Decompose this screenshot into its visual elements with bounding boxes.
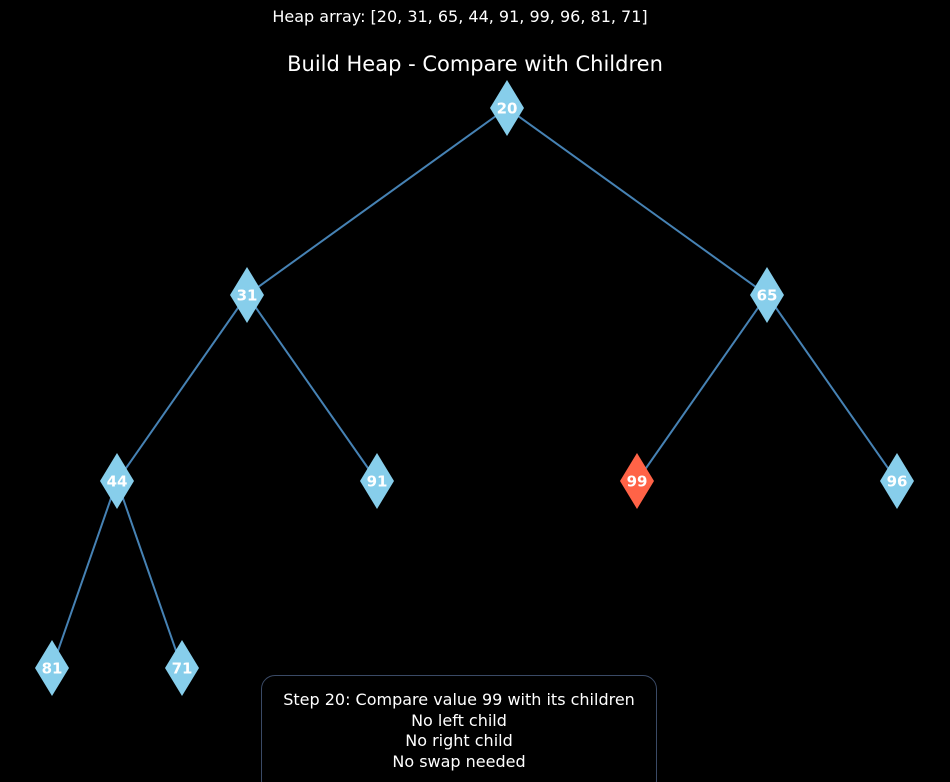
tree-edges xyxy=(51,107,898,669)
heap-node-99: 99 xyxy=(620,453,654,509)
tree-edge-31-44 xyxy=(116,294,248,482)
tree-edge-44-81 xyxy=(51,480,118,669)
node-diamond xyxy=(360,453,394,509)
node-value-label: 99 xyxy=(627,473,648,491)
tree-edge-44-71 xyxy=(116,480,183,669)
node-diamond xyxy=(230,267,264,323)
node-value-label: 65 xyxy=(757,287,778,305)
node-diamond xyxy=(620,453,654,509)
heap-node-65: 65 xyxy=(750,267,784,323)
heap-node-96: 96 xyxy=(880,453,914,509)
heap-node-91: 91 xyxy=(360,453,394,509)
tree-edge-20-65 xyxy=(506,107,768,296)
node-diamond xyxy=(35,640,69,696)
heap-array-label: Heap array: [20, 31, 65, 44, 91, 99, 96,… xyxy=(272,7,648,26)
node-value-label: 20 xyxy=(497,100,518,118)
heap-node-81: 81 xyxy=(35,640,69,696)
node-value-label: 91 xyxy=(367,473,388,491)
node-diamond xyxy=(100,453,134,509)
step-line-4: No swap needed xyxy=(392,752,526,772)
step-info-box: Step 20: Compare value 99 with its child… xyxy=(261,675,657,782)
node-diamond xyxy=(490,80,524,136)
node-diamond xyxy=(165,640,199,696)
step-line-2: No left child xyxy=(411,710,507,730)
heap-node-44: 44 xyxy=(100,453,134,509)
node-value-label: 31 xyxy=(237,287,258,305)
node-diamond xyxy=(750,267,784,323)
step-line-3: No right child xyxy=(405,731,513,751)
tree-edge-20-31 xyxy=(246,107,508,296)
step-line-1: Step 20: Compare value 99 with its child… xyxy=(283,690,635,709)
heap-node-71: 71 xyxy=(165,640,199,696)
node-diamond xyxy=(880,453,914,509)
tree-edge-31-91 xyxy=(246,294,378,482)
diagram-title: Build Heap - Compare with Children xyxy=(287,52,663,76)
tree-nodes: 20 31 65 44 91 99 96 81 71 xyxy=(35,80,914,696)
node-value-label: 81 xyxy=(42,660,63,678)
tree-edge-65-99 xyxy=(636,294,768,482)
tree-edge-65-96 xyxy=(766,294,898,482)
node-value-label: 96 xyxy=(887,473,908,491)
node-value-label: 71 xyxy=(172,660,193,678)
node-value-label: 44 xyxy=(107,473,128,491)
heap-node-20: 20 xyxy=(490,80,524,136)
heap-node-31: 31 xyxy=(230,267,264,323)
